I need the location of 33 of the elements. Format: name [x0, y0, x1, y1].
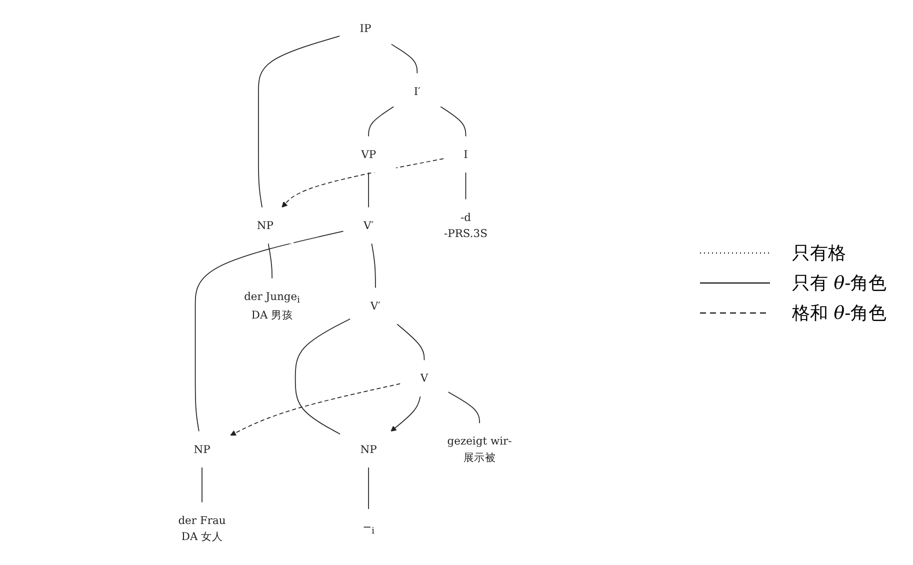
connector	[368, 172, 369, 208]
legend-text: 格和 θ-角色	[792, 302, 887, 324]
connector	[440, 106, 466, 137]
node-text: der Junge$_{i}$ DA 男孩	[244, 290, 300, 322]
connector	[268, 243, 272, 279]
node-text: −$_{i}$	[362, 520, 374, 536]
connector	[368, 106, 394, 137]
arrow	[230, 383, 401, 436]
node-text: -d -PRS.3S	[444, 210, 488, 240]
node-text: I′	[414, 84, 420, 98]
connector	[371, 243, 376, 288]
connector	[448, 392, 480, 424]
connector	[368, 467, 369, 510]
arrow	[282, 158, 444, 208]
node-text: NP	[360, 442, 377, 456]
legend-text: 只有 θ-角色	[792, 272, 887, 294]
node-text: I	[464, 148, 468, 160]
arrow	[390, 396, 421, 432]
connector	[390, 44, 418, 74]
node-text: gezeigt wir- 展示被	[447, 434, 512, 464]
node-text: NP	[194, 442, 210, 456]
node-text: V	[420, 372, 428, 384]
legend-text: 只有格	[792, 242, 846, 264]
node-text: der Frau DA 女人	[178, 514, 226, 543]
node-text: V′	[363, 218, 374, 232]
node-text: IP	[360, 22, 372, 34]
connector	[194, 230, 344, 432]
connector	[258, 36, 340, 208]
node-text: NP	[256, 218, 274, 232]
connector	[396, 324, 425, 361]
node-text: V′	[370, 299, 381, 312]
connector	[465, 172, 466, 200]
connector	[294, 318, 351, 435]
